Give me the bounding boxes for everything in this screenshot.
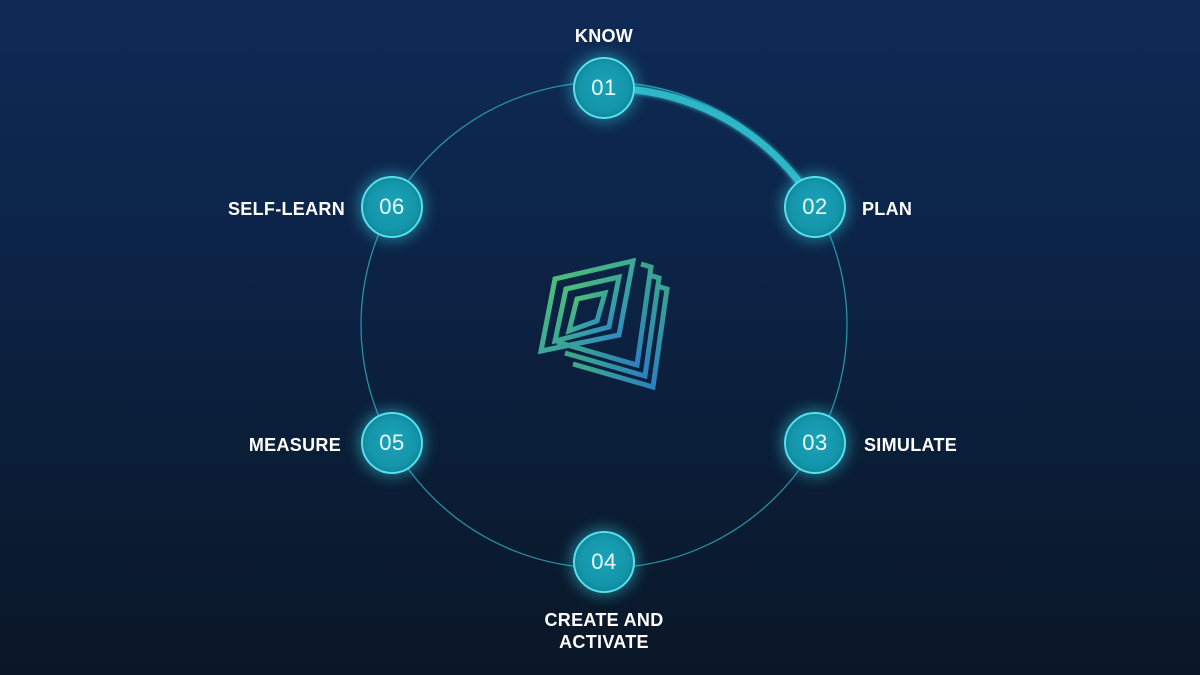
step-04-node[interactable]: 04 [573, 531, 635, 593]
step-04-label-line1: CREATE AND [544, 610, 664, 630]
step-06-label: SELF-LEARN [228, 199, 345, 219]
step-03-label: SIMULATE [864, 435, 958, 455]
layered-logo-icon [537, 257, 670, 391]
step-01-node[interactable]: 01 [573, 57, 635, 119]
step-05-node[interactable]: 05 [361, 412, 423, 474]
step-04-label: CREATE AND ACTIVATE [524, 609, 684, 653]
step-01-label: KNOW [574, 26, 634, 46]
step-03-node[interactable]: 03 [784, 412, 846, 474]
step-05-label: MEASURE [248, 435, 341, 455]
step-02-label: PLAN [862, 199, 913, 219]
step-02-node[interactable]: 02 [784, 176, 846, 238]
progress-arc [632, 86, 804, 187]
step-04-label-line2: ACTIVATE [559, 632, 649, 652]
step-06-node[interactable]: 06 [361, 176, 423, 238]
